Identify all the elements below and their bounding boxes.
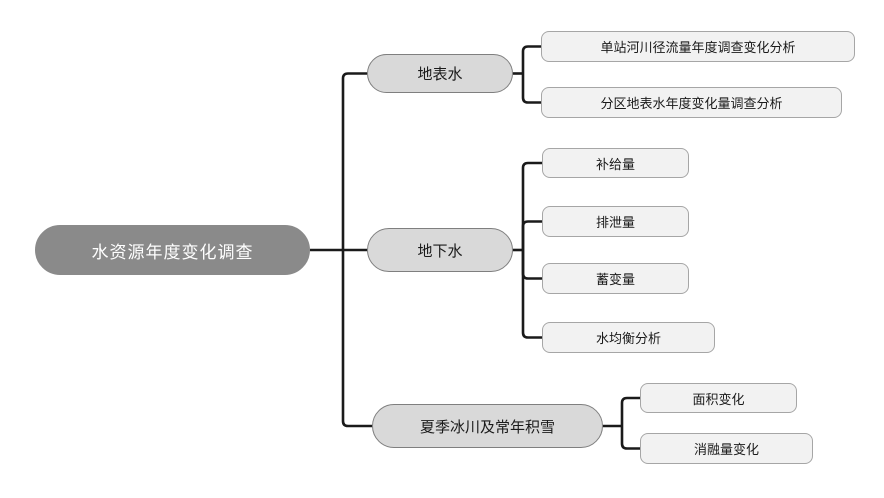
connector-line [521, 220, 542, 250]
leaf-node-single-station-runoff-analysis[interactable]: 单站河川径流量年度调查变化分析 [541, 31, 855, 62]
connector-line [521, 250, 542, 280]
leaf-node-area-change[interactable]: 面积变化 [640, 383, 797, 413]
branch-node-summer-glacier-snow[interactable]: 夏季冰川及常年积雪 [372, 404, 603, 448]
leaf-node-regional-surface-water-analysis[interactable]: 分区地表水年度变化量调查分析 [541, 87, 842, 118]
branch-node-groundwater[interactable]: 地下水 [367, 228, 513, 272]
connector-line [620, 426, 640, 450]
connector-line [521, 161, 542, 250]
connector-line [521, 73, 541, 104]
leaf-node-storage-change-amount[interactable]: 蓄变量 [542, 263, 689, 294]
connector-line [341, 72, 367, 250]
leaf-node-ablation-change[interactable]: 消融量变化 [640, 433, 813, 464]
leaf-node-discharge-amount[interactable]: 排泄量 [542, 206, 689, 237]
connector-line [521, 45, 541, 74]
connector-line [620, 396, 640, 426]
connector-line [341, 250, 372, 428]
connector-line [521, 250, 542, 339]
branch-node-surface-water[interactable]: 地表水 [367, 54, 513, 93]
leaf-node-recharge-amount[interactable]: 补给量 [542, 148, 689, 178]
root-node-water-resources-survey[interactable]: 水资源年度变化调查 [35, 225, 310, 275]
leaf-node-water-balance-analysis[interactable]: 水均衡分析 [542, 322, 715, 353]
